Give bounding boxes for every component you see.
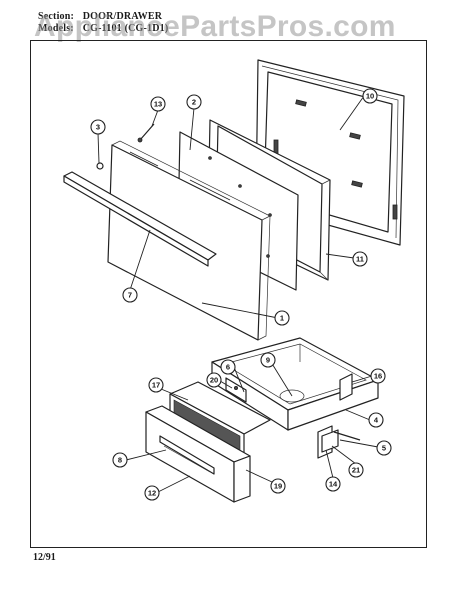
- models-value: CG-1101 (CG-1D1): [82, 23, 169, 34]
- svg-text:12: 12: [148, 489, 156, 498]
- svg-text:20: 20: [210, 376, 218, 385]
- section-value: DOOR/DRAWER: [82, 11, 163, 22]
- svg-text:6: 6: [226, 363, 230, 372]
- callout-9[interactable]: 9: [260, 352, 276, 368]
- callout-11[interactable]: 11: [352, 251, 368, 267]
- callout-12[interactable]: 12: [144, 485, 160, 501]
- svg-text:8: 8: [118, 456, 122, 465]
- svg-text:21: 21: [352, 466, 360, 475]
- svg-text:2: 2: [192, 98, 196, 107]
- leader-lines: [97, 95, 379, 493]
- svg-text:11: 11: [356, 255, 364, 264]
- svg-text:19: 19: [274, 482, 282, 491]
- callout-13[interactable]: 13: [150, 96, 166, 112]
- part-slide-bracket-right[interactable]: [339, 373, 353, 401]
- models-row: Models: CG-1101 (CG-1D1): [38, 23, 168, 35]
- part-rear-bracket[interactable]: [317, 425, 339, 459]
- svg-text:1: 1: [280, 314, 284, 323]
- svg-text:16: 16: [374, 372, 382, 381]
- svg-text:7: 7: [128, 291, 132, 300]
- callout-14[interactable]: 14: [325, 476, 341, 492]
- diagram-date: 12/91: [33, 552, 56, 563]
- watermark: AppliancePartsPros.com: [34, 10, 396, 43]
- part-drawer-rail[interactable]: [333, 431, 361, 441]
- callout-5[interactable]: 5: [376, 440, 392, 456]
- svg-text:14: 14: [329, 480, 338, 489]
- part-drawer-handle[interactable]: [159, 435, 215, 475]
- callout-2[interactable]: 2: [186, 94, 202, 110]
- diagram-frame: [30, 40, 427, 548]
- section-label: Section:: [38, 11, 75, 22]
- models-label: Models:: [38, 23, 74, 34]
- svg-text:17: 17: [152, 381, 160, 390]
- diagram-header: Section: DOOR/DRAWER Models: CG-1101 (CG…: [38, 11, 168, 35]
- part-slide-bracket-left[interactable]: [225, 377, 247, 403]
- callout-8[interactable]: 8: [112, 452, 128, 468]
- callout-3[interactable]: 3: [90, 119, 106, 135]
- callout-16[interactable]: 16: [370, 368, 386, 384]
- callout-6[interactable]: 6: [220, 359, 236, 375]
- svg-text:5: 5: [382, 444, 386, 453]
- part-clip[interactable]: [96, 162, 104, 170]
- callout-19[interactable]: 19: [270, 478, 286, 494]
- callout-4[interactable]: 4: [368, 412, 384, 428]
- svg-text:13: 13: [154, 100, 162, 109]
- part-screw[interactable]: [137, 123, 155, 143]
- part-drawer-box[interactable]: [211, 337, 379, 431]
- callout-7[interactable]: 7: [122, 287, 138, 303]
- callout-10[interactable]: 10: [362, 88, 378, 104]
- callout-20[interactable]: 20: [206, 372, 222, 388]
- callout-17[interactable]: 17: [148, 377, 164, 393]
- svg-text:3: 3: [96, 123, 100, 132]
- svg-text:10: 10: [366, 92, 374, 101]
- svg-text:4: 4: [374, 416, 379, 425]
- part-door-handle[interactable]: [63, 171, 217, 267]
- callout-21[interactable]: 21: [348, 462, 364, 478]
- svg-text:9: 9: [266, 356, 270, 365]
- callout-1[interactable]: 1: [274, 310, 290, 326]
- section-row: Section: DOOR/DRAWER: [38, 11, 168, 23]
